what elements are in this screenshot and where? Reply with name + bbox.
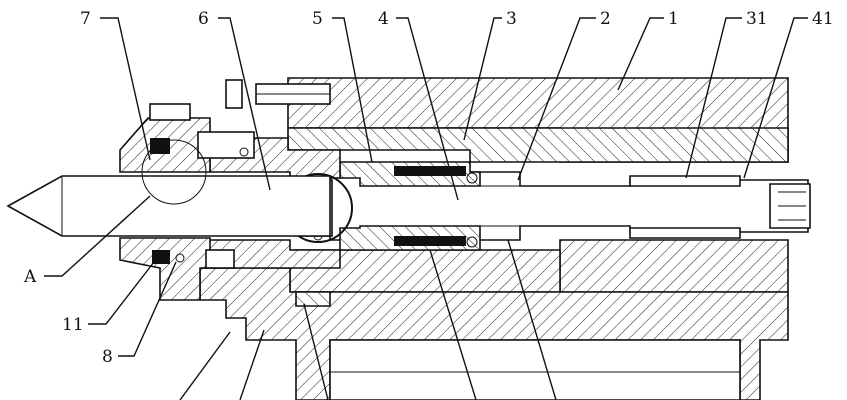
label-6: 6 bbox=[198, 9, 209, 29]
label-31: 31 bbox=[746, 9, 768, 29]
label-41: 41 bbox=[812, 9, 834, 29]
drill-tip bbox=[6, 175, 331, 237]
inner-sleeve-part-4 bbox=[339, 161, 481, 251]
label-5: 5 bbox=[312, 9, 323, 29]
front-cap-part-7 bbox=[119, 79, 331, 301]
spindle-part-2 bbox=[329, 171, 811, 241]
sleeve-part-3 bbox=[287, 127, 789, 163]
part-labels: 7 6 5 4 3 2 1 31 41 A 11 8 bbox=[23, 9, 834, 367]
label-3: 3 bbox=[506, 9, 517, 29]
detail-circle-a bbox=[141, 139, 207, 205]
label-2: 2 bbox=[600, 9, 611, 29]
label-4: 4 bbox=[378, 9, 389, 29]
label-7: 7 bbox=[80, 9, 91, 29]
label-a: A bbox=[23, 267, 37, 287]
leader-lines bbox=[44, 17, 808, 400]
label-1: 1 bbox=[668, 9, 679, 29]
label-8: 8 bbox=[102, 347, 113, 367]
lower-base-block bbox=[199, 267, 789, 400]
label-11: 11 bbox=[62, 315, 84, 335]
